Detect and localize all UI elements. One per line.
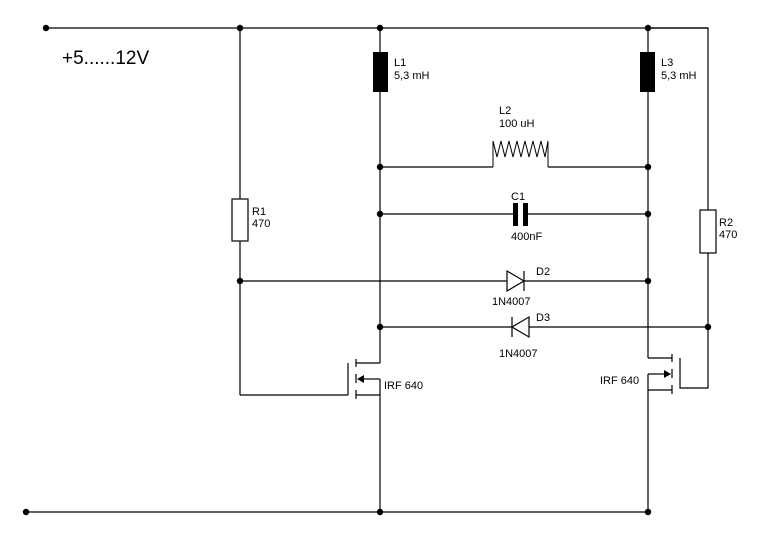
resistor-r1: R1 470	[231, 28, 270, 395]
r2-value: 470	[719, 229, 737, 241]
bottom-ground-rail	[22, 508, 652, 516]
l1-value: 5,3 mH	[394, 70, 430, 82]
inductor-l3: L3 5,3 mH	[640, 52, 697, 92]
d2-part: 1N4007	[492, 296, 531, 308]
capacitor-c1: C1 400nF	[380, 191, 648, 243]
c1-value: 400nF	[511, 231, 542, 243]
resistor-r2: R2 470	[648, 27, 737, 331]
inductor-l2: L2 100 uH	[380, 105, 648, 168]
d3-name: D3	[536, 312, 550, 324]
inductor-l1: L1 5,3 mH	[373, 52, 430, 92]
r1-value: 470	[252, 218, 270, 230]
l2-value: 100 uH	[499, 118, 535, 130]
diode-d3: D3 1N4007	[380, 312, 708, 360]
d2-name: D2	[536, 266, 550, 278]
l3-name: L3	[661, 57, 673, 69]
mosfet-q1: IRF 640	[240, 359, 423, 512]
l3-value: 5,3 mH	[661, 70, 697, 82]
supply-voltage-label: +5......12V	[62, 48, 149, 69]
mosfet-q2: IRF 640	[600, 327, 709, 512]
l2-name: L2	[499, 105, 511, 117]
top-supply-rail	[42, 24, 708, 32]
q2-part: IRF 640	[600, 375, 639, 387]
r1-name: R1	[252, 206, 266, 218]
l1-name: L1	[394, 57, 406, 69]
q1-part: IRF 640	[384, 380, 423, 392]
c1-name: C1	[511, 191, 525, 203]
diode-d2: D2 1N4007	[240, 266, 648, 308]
d3-part: 1N4007	[499, 348, 538, 360]
r2-name: R2	[719, 217, 733, 229]
